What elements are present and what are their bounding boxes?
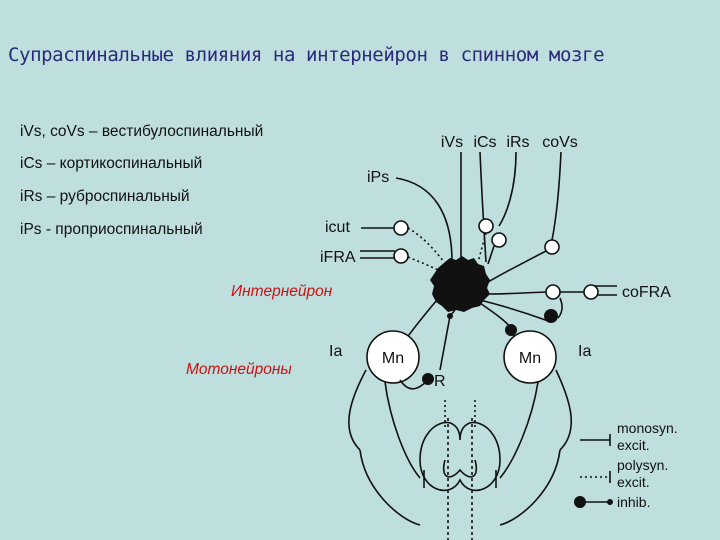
ics-pathway xyxy=(479,151,487,263)
label-ics: iCs xyxy=(473,134,496,151)
gray-matter-outline xyxy=(419,421,501,492)
legend-line-propriospinal: iPs - проприоспинальный xyxy=(20,221,203,238)
ics-relay-neuron xyxy=(478,218,494,234)
covs-to-interneuron xyxy=(487,250,547,283)
label-irs: iRs xyxy=(506,134,529,151)
page-title: Супраспинальные влияния на интернейрон в… xyxy=(8,44,605,66)
central-canal xyxy=(447,418,473,540)
icut-polysynaptic-path xyxy=(407,227,445,263)
spinal-cord-right-outline xyxy=(499,449,561,526)
motoneurons-label: Мотонейроны xyxy=(186,361,292,378)
icut-relay-neuron xyxy=(393,220,409,236)
interneuron-to-renshaw xyxy=(439,315,451,371)
label-ivs: iVs xyxy=(441,134,463,151)
label-ifra: iFRA xyxy=(320,249,356,266)
legend-line-vestibulospinal: iVs, coVs – вестибулоспинальный xyxy=(20,123,264,140)
legend-line-rubrospinal: iRs – руброспинальный xyxy=(20,188,190,205)
label-ips: iPs xyxy=(367,169,389,186)
interneuron xyxy=(430,256,490,312)
cofra-to-interneuron xyxy=(486,291,547,295)
ia-right-afferent xyxy=(555,369,573,451)
key-label-polysyn: polysyn. xyxy=(617,457,668,473)
covs-pathway xyxy=(551,151,562,241)
key-label-excit-1: excit. xyxy=(617,437,650,453)
key-label-inhib: inhib. xyxy=(617,494,650,510)
left-motor-axon xyxy=(384,381,421,479)
key-inhib-dot xyxy=(574,496,586,508)
cofra-inhibitory-neuron xyxy=(544,309,558,323)
key-label-monosyn: monosyn. xyxy=(617,420,678,436)
cofra-relay-neuron-right xyxy=(583,284,599,300)
right-motor-axon xyxy=(499,381,539,479)
label-ia-right: Ia xyxy=(578,343,591,360)
label-icut: icut xyxy=(325,219,350,236)
label-covs: coVs xyxy=(542,134,578,151)
ips-pathway xyxy=(395,177,453,263)
cofra-inhibitory-branch xyxy=(557,297,563,319)
key-label-excit-2: excit. xyxy=(617,474,650,490)
left-motoneuron xyxy=(366,330,420,384)
ifra-relay-neuron xyxy=(393,248,409,264)
right-motoneuron xyxy=(503,330,557,384)
inhibitory-interneuron xyxy=(505,324,517,336)
ia-left-afferent xyxy=(348,369,367,451)
irs-to-interneuron xyxy=(487,245,495,265)
label-mn-left: Mn xyxy=(382,350,404,367)
legend-line-corticospinal: iCs – кортикоспинальный xyxy=(20,155,203,172)
ics-polysynaptic-path xyxy=(477,232,487,263)
irs-pathway xyxy=(498,151,517,227)
spinal-cord-left-outline xyxy=(359,449,421,526)
ventral-horn-inner xyxy=(442,459,478,478)
key-inhib-terminal xyxy=(607,499,613,505)
label-cofra: coFRA xyxy=(622,284,671,301)
renshaw-cell xyxy=(422,373,434,385)
label-ia-left: Ia xyxy=(329,343,342,360)
ifra-polysynaptic-path xyxy=(407,256,439,271)
ventral-root-marks xyxy=(423,470,497,488)
label-r: R xyxy=(434,373,446,390)
label-mn-right: Mn xyxy=(519,350,541,367)
covs-relay-neuron xyxy=(544,239,560,255)
interneuron-output-node xyxy=(447,313,453,319)
cofra-relay-neuron-left xyxy=(545,284,561,300)
interneuron-label: Интернейрон xyxy=(231,283,333,300)
irs-relay-neuron xyxy=(491,232,507,248)
